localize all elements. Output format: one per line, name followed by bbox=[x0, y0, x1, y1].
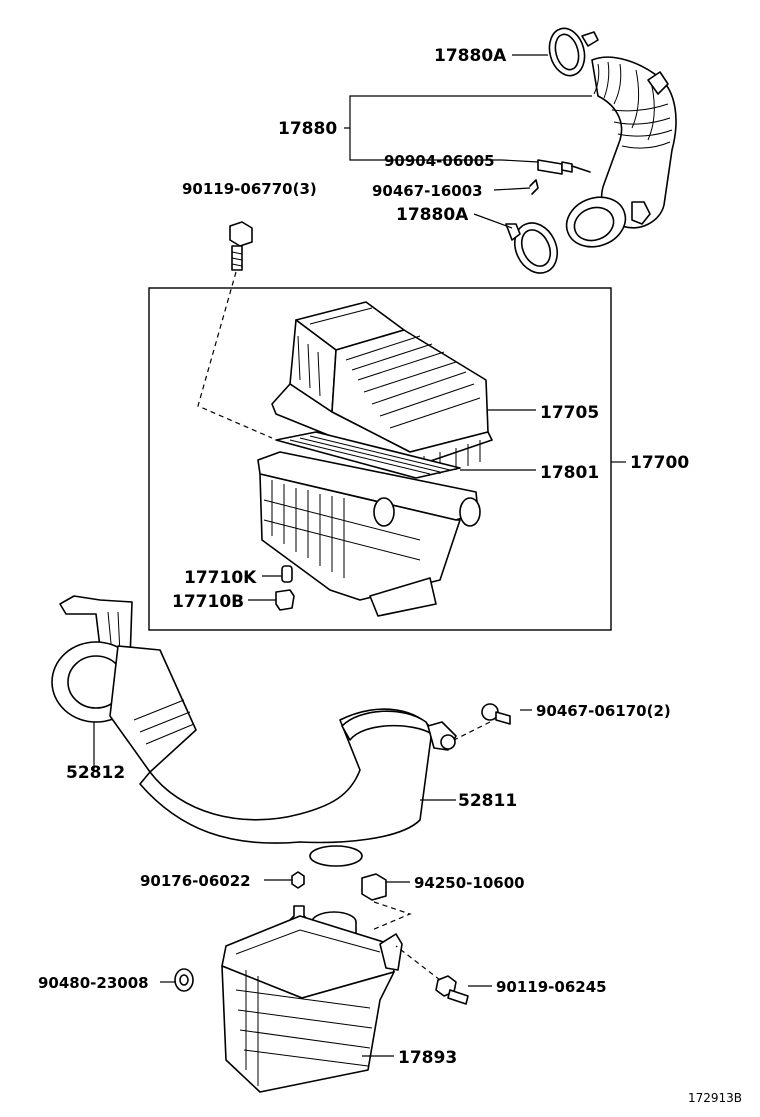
label-17700: 17700 bbox=[630, 453, 689, 473]
hose-assembly-drawing bbox=[505, 27, 677, 274]
label-90467-06170: 90467-06170(2) bbox=[536, 702, 671, 720]
hose-leaders bbox=[344, 54, 592, 229]
air-filter-element-drawing bbox=[275, 431, 461, 479]
label-90467-16003: 90467-16003 bbox=[372, 182, 483, 200]
label-90176-06022: 90176-06022 bbox=[140, 872, 251, 890]
resonator-drawing bbox=[221, 905, 403, 1093]
label-90119-06245: 90119-06245 bbox=[496, 978, 607, 996]
label-17880A-bottom: 17880A bbox=[396, 205, 469, 225]
bottom-leaders bbox=[160, 879, 492, 1057]
label-17705: 17705 bbox=[540, 403, 599, 423]
bolt-90119-06770-drawing bbox=[197, 221, 273, 439]
small-parts-drawing bbox=[174, 871, 469, 1005]
grommet-drawing bbox=[275, 565, 295, 611]
drawing-number: 172913B bbox=[688, 1091, 742, 1105]
label-17710B: 17710B bbox=[172, 592, 244, 612]
label-90119-06770: 90119-06770(3) bbox=[182, 180, 317, 198]
label-17801: 17801 bbox=[540, 463, 599, 483]
label-17893: 17893 bbox=[398, 1048, 457, 1068]
label-90904-06005: 90904-06005 bbox=[384, 152, 495, 170]
label-52811: 52811 bbox=[458, 791, 517, 811]
label-90480-23008: 90480-23008 bbox=[38, 974, 149, 992]
label-17880A-top: 17880A bbox=[434, 46, 507, 66]
label-17880: 17880 bbox=[278, 119, 337, 139]
label-94250-10600: 94250-10600 bbox=[414, 874, 525, 892]
duct-leaders bbox=[93, 709, 532, 801]
label-52812: 52812 bbox=[66, 763, 125, 783]
label-17710K: 17710K bbox=[184, 568, 257, 588]
box-leaders bbox=[248, 409, 626, 601]
air-cleaner-frame bbox=[148, 287, 612, 631]
inlet-duct-drawing bbox=[51, 595, 457, 867]
air-cleaner-case-drawing bbox=[257, 451, 481, 617]
air-cleaner-cap-drawing bbox=[271, 301, 493, 476]
bolt-90467-06170-drawing bbox=[453, 703, 511, 741]
